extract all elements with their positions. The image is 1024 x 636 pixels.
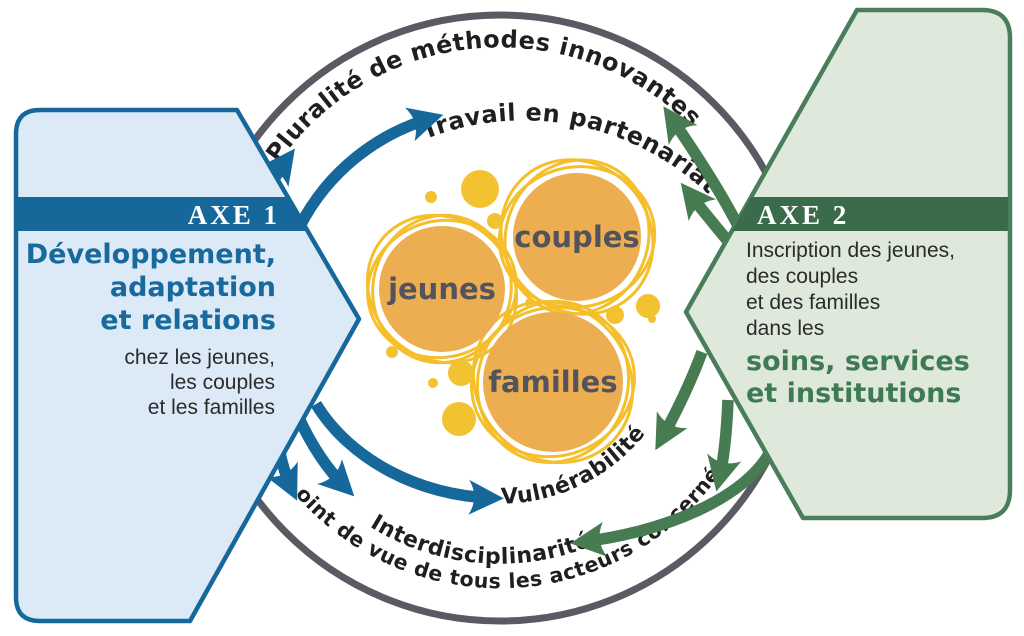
center-groups: jeunes couples familles: [365, 158, 660, 465]
arrow-green-bottom-short: [655, 350, 708, 451]
axis1-title-line: adaptation: [110, 272, 276, 303]
axis2-banner: [732, 197, 1008, 231]
axis2-intro-line: dans les: [746, 317, 824, 340]
axis1-subtitle-line: et les familles: [148, 396, 275, 419]
axis2-intro-line: Inscription des jeunes,: [746, 239, 955, 262]
scribble-ring-couples: [497, 158, 657, 316]
accent-dot: [636, 294, 660, 318]
axis1-panel: AXE 1 Développement, adaptation et relat…: [13, 107, 362, 624]
axis2-intro-line: et des familles: [746, 291, 880, 314]
arrow-blue-top-long: [294, 107, 444, 229]
axis2-panel-shape: [683, 7, 1013, 521]
accent-dot: [461, 170, 499, 208]
circle-couples: [513, 173, 641, 301]
axis1-tag: AXE 1: [188, 200, 280, 230]
axis1-panel-shape: [13, 107, 362, 624]
axis2-arrows: [570, 106, 776, 557]
axis1-subtitle: chez les jeunes, les couples et les fami…: [124, 346, 275, 419]
axis2-intro-line: des couples: [746, 265, 858, 288]
axis2-tag: AXE 2: [757, 200, 849, 230]
axis2-intro: Inscription des jeunes, des couples et d…: [746, 239, 955, 340]
accent-dot: [442, 402, 476, 436]
accent-dot: [487, 213, 503, 229]
accent-dot: [648, 315, 656, 323]
circle-jeunes: [379, 226, 505, 352]
axis2-title-line: soins, services: [746, 346, 970, 377]
axis1-title: Développement, adaptation et relations: [26, 239, 276, 336]
arrow-green-bottom-mid: [707, 399, 742, 492]
circle-familles: [483, 312, 623, 452]
accent-dot: [428, 378, 438, 388]
label-jeunes: jeunes: [387, 272, 496, 306]
accent-dot: [425, 191, 437, 203]
arrow-blue-bottom-long: [311, 400, 504, 515]
label-couples: couples: [514, 220, 639, 254]
axis1-subtitle-line: les couples: [170, 371, 275, 394]
axis1-title-line: Développement,: [26, 239, 276, 270]
label-familles: familles: [488, 365, 617, 399]
accent-dot: [448, 360, 474, 386]
accent-dot: [525, 298, 535, 308]
axis1-banner: [16, 197, 306, 231]
axis2-title: soins, services et institutions: [746, 346, 970, 409]
axis1-subtitle-line: chez les jeunes,: [124, 346, 275, 369]
arrow-green-bottom-long: [570, 449, 776, 557]
accent-dots: [386, 170, 660, 436]
axis1-title-line: et relations: [100, 305, 276, 336]
accent-dot: [386, 346, 398, 358]
axis2-panel: AXE 2 Inscription des jeunes, des couple…: [683, 7, 1013, 521]
accent-dot: [606, 306, 624, 324]
axis2-title-line: et institutions: [746, 378, 961, 409]
